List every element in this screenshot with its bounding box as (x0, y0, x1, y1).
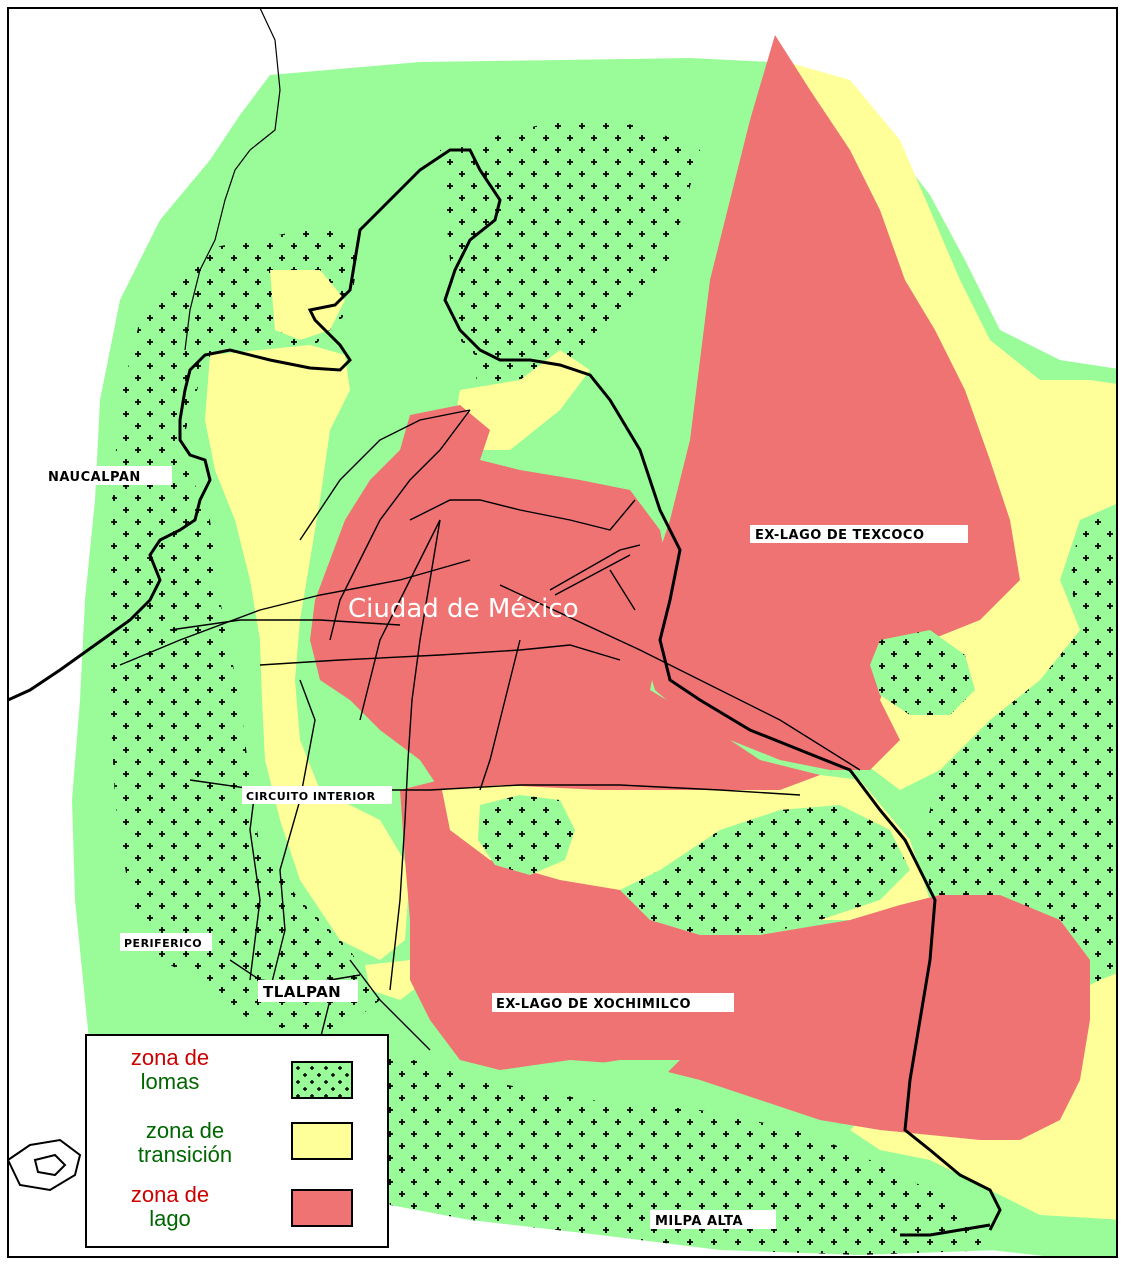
transicion-tlalpan (365, 960, 420, 1000)
boundary-lines (8, 148, 1002, 1237)
svg-text:NAUCALPAN: NAUCALPAN (48, 470, 141, 485)
legend-lago-line2: lago (149, 1206, 191, 1231)
label-tlalpan: TLALPAN (258, 980, 358, 1002)
legend-lago-line1: zona de (131, 1182, 209, 1207)
label-texcoco: EX-LAGO DE TEXCOCO (750, 525, 968, 543)
legend-lomas-line1: zona de (131, 1045, 209, 1070)
lomas-island-east (870, 630, 975, 715)
legend-transicion-line1: zona de (146, 1118, 224, 1143)
lomas-dotted-south (370, 1050, 1000, 1255)
lomas-island-southwest (555, 1060, 680, 1090)
lomas-dotted-east (925, 511, 1117, 1000)
svg-text:EX-LAGO DE TEXCOCO: EX-LAGO DE TEXCOCO (755, 528, 925, 543)
lago-texcoco (640, 35, 1020, 770)
label-circuito: CIRCUITO INTERIOR (242, 786, 392, 804)
map-border (7, 7, 1118, 1258)
label-xochimilco: EX-LAGO DE XOCHIMILCO (492, 993, 734, 1012)
lomas-island-transicion (620, 805, 910, 935)
transicion-west (205, 345, 410, 960)
label-ciudad: Ciudad de México (348, 594, 579, 624)
label-naucalpan: NAUCALPAN (44, 466, 172, 485)
legend-transicion-line2: transición (138, 1142, 232, 1167)
lago-ciudad (310, 405, 820, 790)
label-periferico: PERIFERICO (120, 933, 212, 951)
legend-item-lomas: zona de lomas (131, 1045, 353, 1099)
thin-boundary-north (184, 8, 281, 351)
transicion-north-gap (455, 350, 590, 450)
svg-text:Ciudad de México: Ciudad de México (348, 594, 579, 624)
map-legend: zona de lomas zona de transición zona de… (85, 1034, 389, 1248)
legend-item-lago: zona de lago (131, 1182, 353, 1231)
svg-text:TLALPAN: TLALPAN (263, 983, 341, 1001)
svg-text:MILPA ALTA: MILPA ALTA (655, 1214, 743, 1229)
lago-xochimilco (400, 780, 1090, 1140)
crater-outline (8, 1138, 82, 1192)
lago-swatch-icon (291, 1189, 353, 1227)
lomas-island-xochimilco (478, 795, 575, 875)
transicion-west-upper (270, 270, 345, 340)
legend-lomas-line2: lomas (141, 1069, 200, 1094)
lomas-dotted-west (108, 225, 380, 1040)
transicion-swatch-icon (291, 1122, 353, 1160)
svg-text:EX-LAGO DE XOCHIMILCO: EX-LAGO DE XOCHIMILCO (496, 997, 691, 1012)
legend-item-transicion: zona de transición (138, 1118, 353, 1167)
lomas-dotted-north (440, 120, 700, 380)
lomas-pattern-icon (291, 1061, 353, 1099)
label-milpa-alta: MILPA ALTA (650, 1210, 776, 1229)
svg-text:CIRCUITO INTERIOR: CIRCUITO INTERIOR (246, 790, 376, 803)
svg-text:PERIFERICO: PERIFERICO (124, 937, 202, 950)
